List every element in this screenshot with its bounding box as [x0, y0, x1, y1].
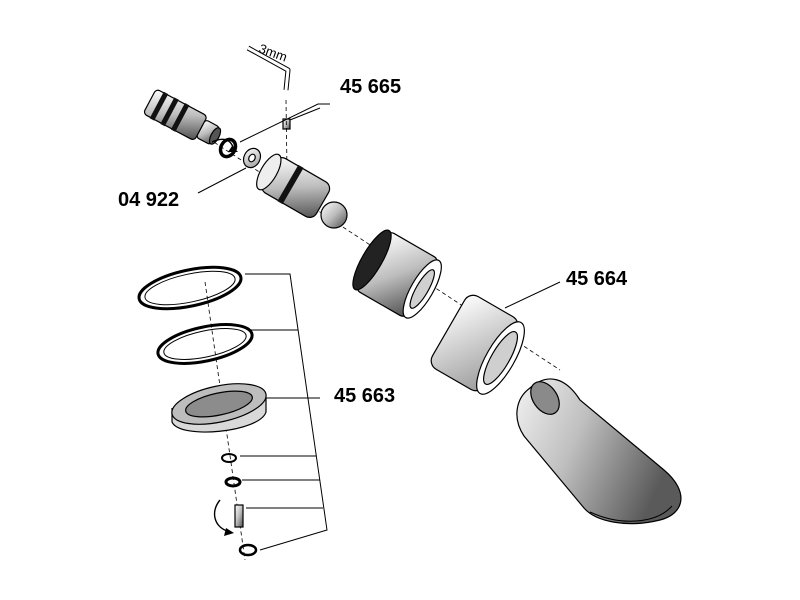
callout-leader-45664	[504, 281, 561, 309]
ball-joint-part	[256, 153, 348, 229]
small-o-ring-part	[224, 476, 242, 488]
callout-leader-45663	[240, 273, 328, 551]
retaining-ring-top-part	[137, 265, 243, 311]
connector-sleeve-part	[352, 229, 442, 319]
part-number-45663: 45 663	[334, 385, 395, 407]
callout-leader-45665	[239, 103, 330, 143]
o-ring-part	[218, 137, 238, 159]
screw-part	[213, 499, 244, 536]
spray-plate-part	[171, 383, 267, 433]
part-number-04922: 04 922	[118, 189, 179, 211]
callout-leader-04922	[197, 167, 247, 194]
shell-ring-part	[430, 294, 525, 395]
washer-part	[242, 147, 262, 169]
part-number-45664: 45 664	[566, 268, 628, 290]
small-washer-part	[221, 453, 237, 463]
part-number-45665: 45 665	[340, 76, 401, 98]
cartridge-part	[143, 89, 238, 152]
allen-key-icon: 3mm	[246, 41, 291, 91]
bottom-washer-part	[238, 543, 258, 557]
retaining-ring-middle-part	[156, 323, 254, 365]
showerhead-body-part	[516, 378, 682, 525]
